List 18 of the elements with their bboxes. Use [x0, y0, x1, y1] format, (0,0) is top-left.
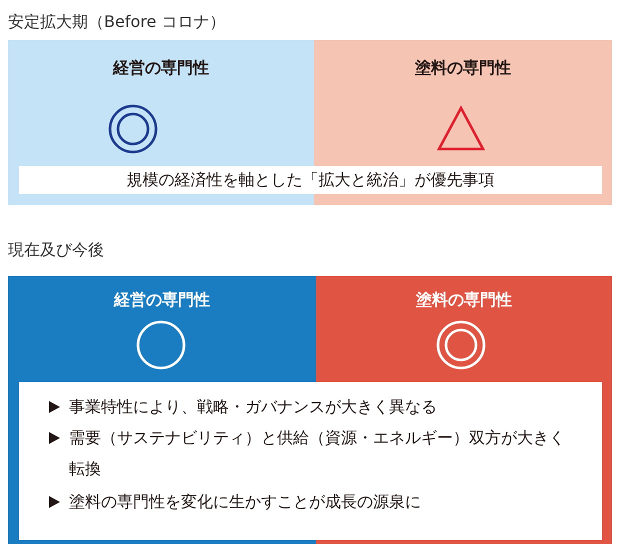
- section-heading: 安定拡大期（Before コロナ）: [8, 12, 226, 33]
- summary-box: [8, 382, 612, 544]
- bullet-text: 塗料の専門性を変化に生かすことが成長の源泉に: [69, 491, 422, 513]
- column-panel: [314, 40, 612, 166]
- bullet-text: 需要（サステナビリティ）と供給（資源・エネルギー）双方が大きく転換: [69, 427, 566, 480]
- column-heading: 塗料の専門性: [415, 290, 513, 311]
- bullet-text: 事業特性により、戦略・ガバナンスが大きく異なる: [69, 396, 438, 418]
- circle-symbol: [136, 320, 186, 370]
- column-panel: [8, 40, 314, 166]
- column-panel: [8, 276, 316, 382]
- column-heading: 塗料の専門性: [414, 58, 512, 79]
- column-heading: 経営の専門性: [112, 290, 211, 311]
- column-heading: 経営の専門性: [112, 58, 210, 79]
- column-panel: [316, 276, 612, 382]
- summary-bar: 規模の経済性を軸とした「拡大と統治」が優先事項: [8, 166, 612, 205]
- double-circle-symbol: [436, 320, 486, 370]
- section-heading: 現在及び今後: [8, 240, 104, 261]
- double-circle-symbol: [108, 104, 158, 154]
